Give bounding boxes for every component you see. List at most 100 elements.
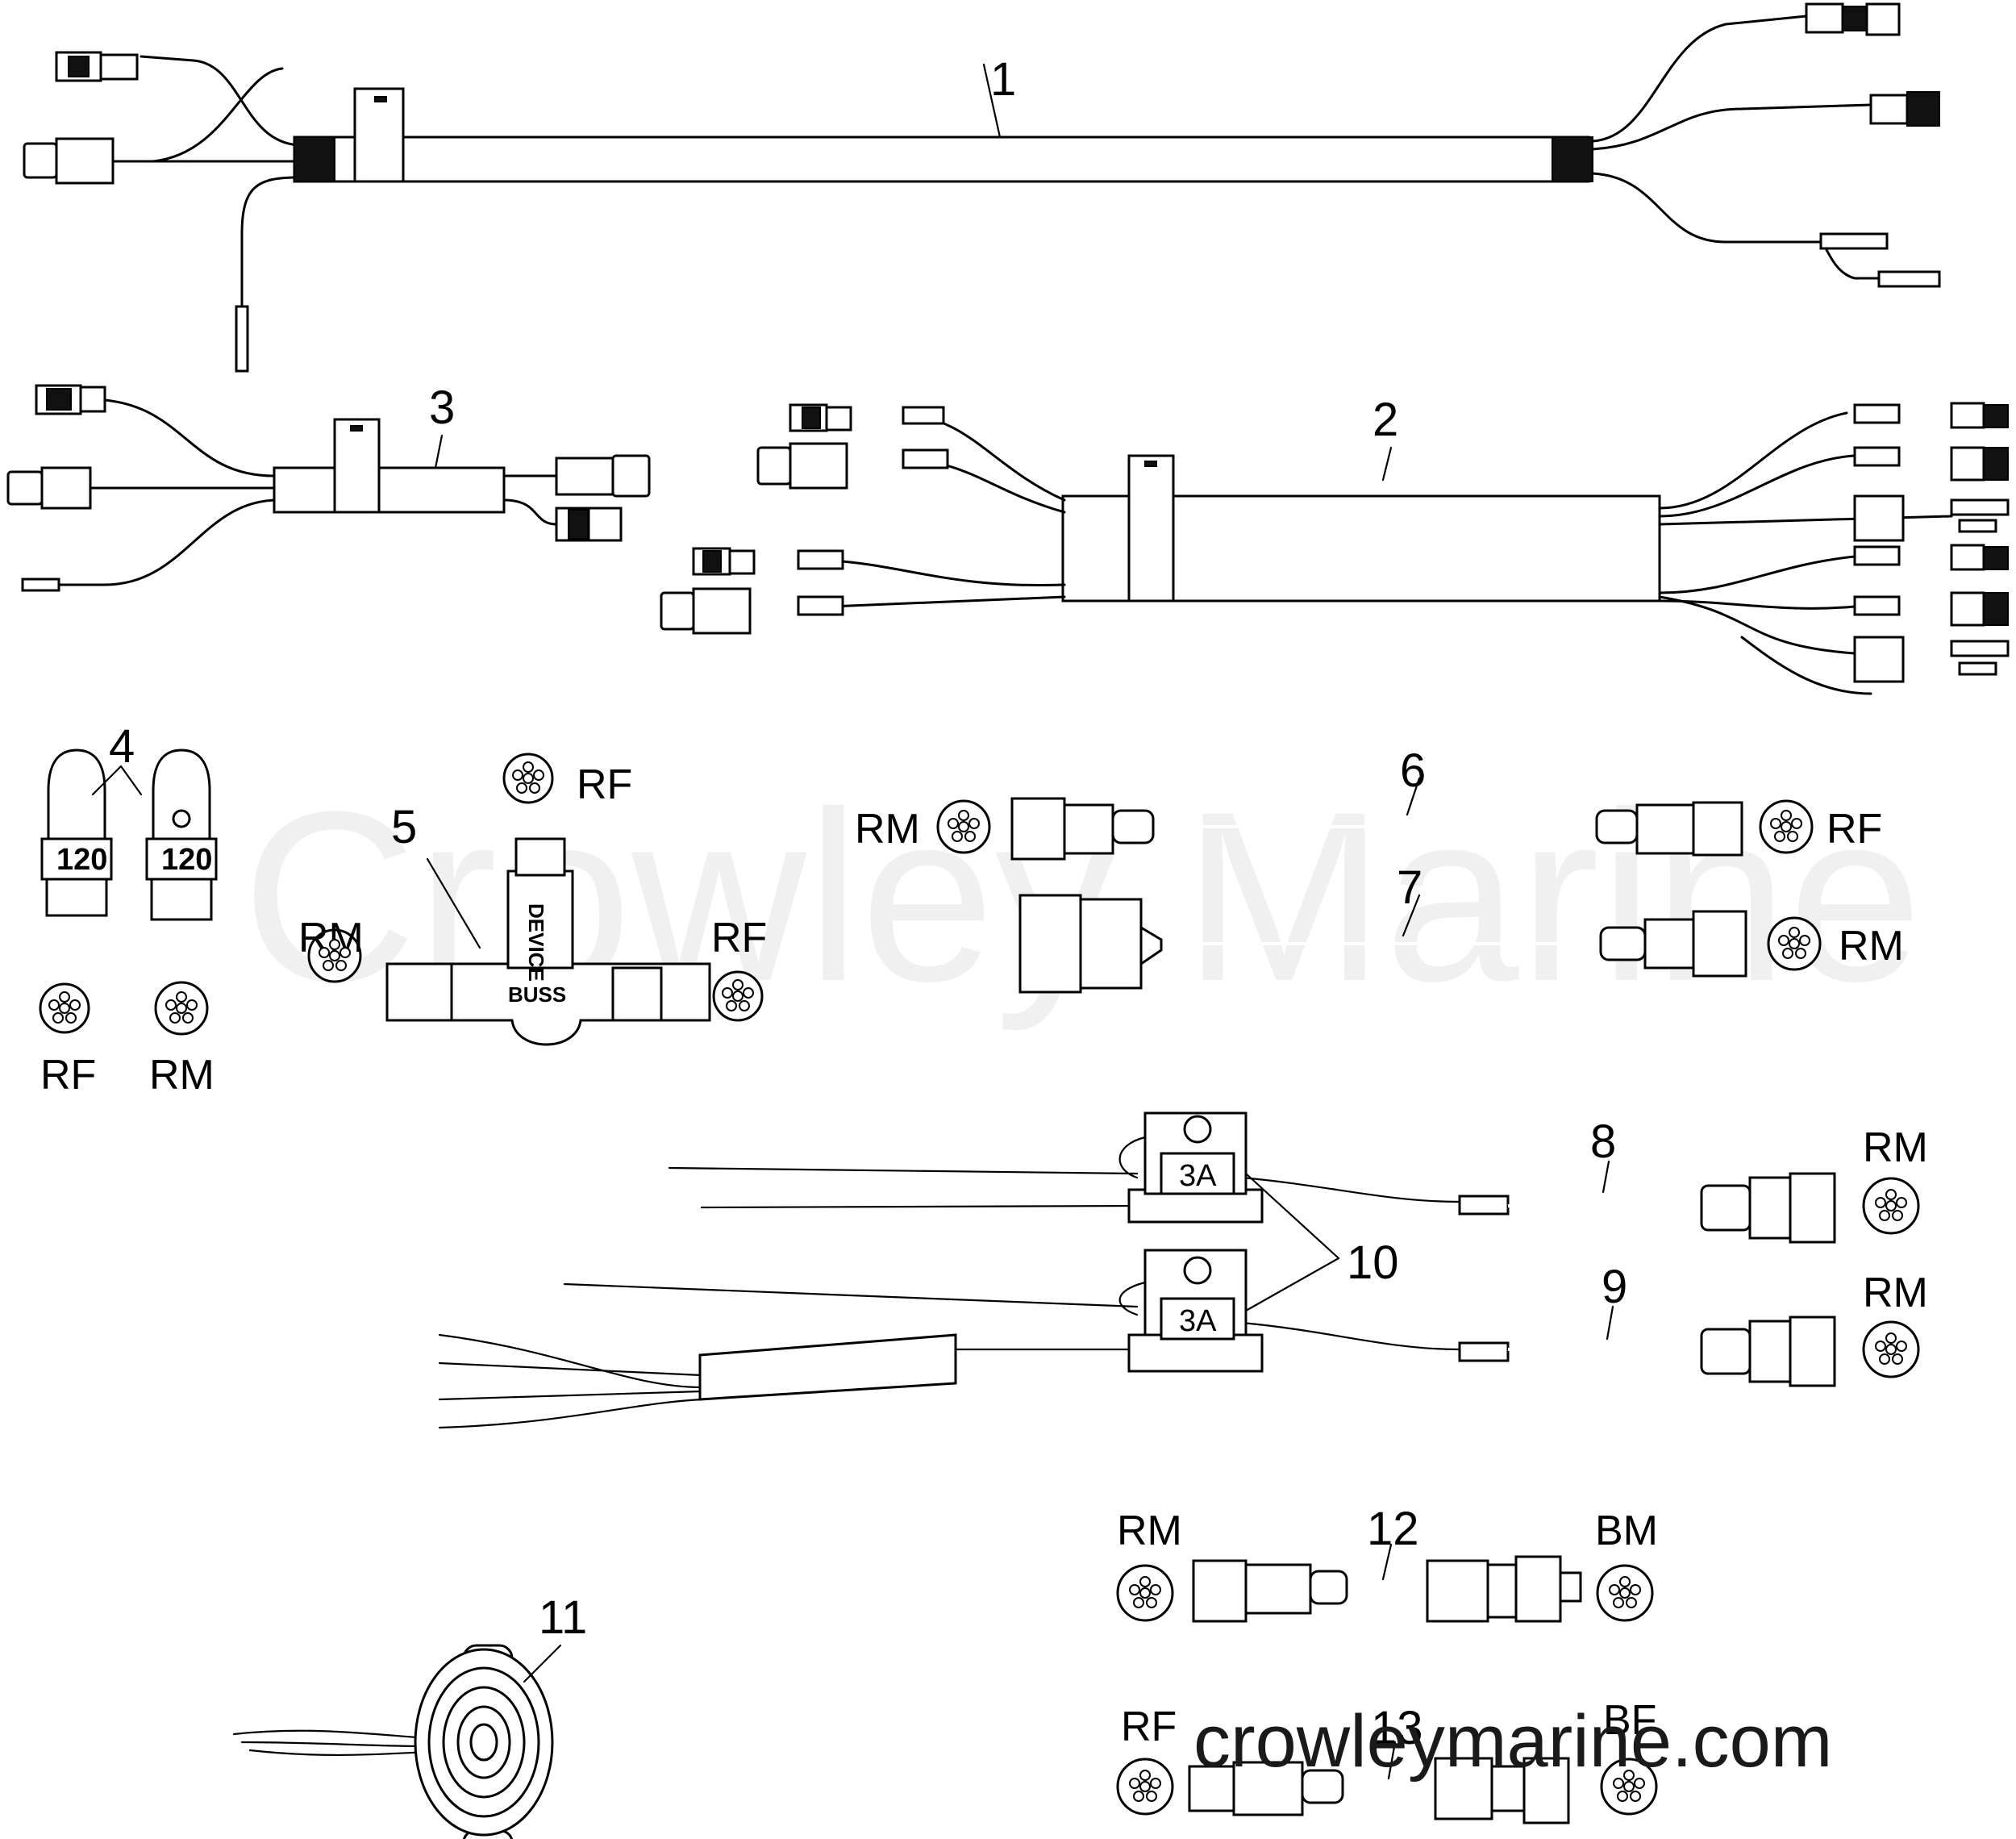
power-cable-item-9: 3A [438, 1172, 1920, 1429]
pin [1619, 1587, 1631, 1599]
callout-9: 9 [1602, 1261, 1627, 1313]
pin [1774, 831, 1785, 842]
fuse-rating-item8: 3A [1179, 1159, 1217, 1193]
adapter-cable-item-13 [1116, 1741, 1658, 1824]
pin [1139, 1781, 1151, 1792]
pin [958, 821, 969, 832]
pin-face-12 [1609, 1576, 1641, 1608]
tee-buss-label: BUSS [508, 982, 566, 1007]
pin [1613, 1778, 1624, 1789]
pin-face-3 [512, 761, 544, 794]
pin [1789, 938, 1800, 949]
pin [1150, 1584, 1161, 1595]
label-rm-item12: RM [1117, 1507, 1182, 1554]
power-cable-item-8: 3A [668, 1111, 1920, 1244]
pin [1146, 1597, 1157, 1608]
callout-3: 3 [429, 382, 455, 434]
pin [1129, 1584, 1140, 1595]
pin [182, 1012, 194, 1024]
label-rf-item5-top: RF [577, 761, 632, 808]
pin [1778, 935, 1789, 946]
pin [743, 987, 754, 999]
label-rf-item4: RF [40, 1052, 96, 1099]
pin-face-7 [1770, 810, 1802, 842]
pin [59, 1003, 70, 1014]
pin-face-8 [1778, 927, 1810, 959]
label-rm-item4: RM [149, 1052, 215, 1099]
pin [968, 818, 980, 829]
pin [512, 769, 523, 781]
pin [732, 990, 744, 1002]
callout-8: 8 [1590, 1115, 1616, 1168]
pin [1892, 1210, 1903, 1221]
label-rf-item6: RF [1826, 806, 1882, 853]
label-rm-item8: RM [1863, 1124, 1928, 1171]
pin [523, 773, 534, 784]
terminator-marking-male: 120 [161, 843, 212, 877]
pin [323, 960, 334, 971]
pin [59, 991, 70, 1003]
pin [533, 769, 544, 781]
callout-numbers: 1 2 3 4 5 6 7 8 9 10 11 12 13 [109, 53, 1627, 1754]
pin [1896, 1341, 1907, 1352]
callout-4: 4 [109, 720, 135, 773]
callout-7: 7 [1397, 861, 1422, 914]
pin [329, 950, 340, 961]
pin [65, 1012, 77, 1024]
pin [1879, 1210, 1890, 1221]
pin [1133, 1791, 1144, 1802]
pin-face-6 [948, 810, 980, 842]
callout-6: 6 [1400, 744, 1426, 797]
pin [176, 991, 187, 1003]
pin [1787, 831, 1798, 842]
pin [529, 782, 540, 794]
callout-2: 2 [1372, 394, 1398, 446]
pin [1139, 1576, 1151, 1587]
pin [1885, 1200, 1897, 1211]
pin [1630, 1584, 1641, 1595]
callout-12: 12 [1367, 1503, 1419, 1555]
pin [1609, 1584, 1620, 1595]
pin [1791, 818, 1802, 829]
label-rm-item9: RM [1863, 1270, 1928, 1316]
pin [732, 979, 744, 990]
tee-connector-item-5: BUSS DEVICE [307, 753, 764, 1046]
pin [1781, 810, 1792, 821]
pin-type-labels: RF RM RF RM RF RM RF RM RM RM RM BM RF B… [40, 761, 1928, 1750]
label-rf-item5-right: RF [711, 915, 767, 961]
fuse-rating-item9: 3A [1179, 1304, 1217, 1338]
pin [1146, 1791, 1157, 1802]
pin [1129, 1778, 1140, 1789]
pin [186, 999, 198, 1011]
pin [1623, 1770, 1635, 1781]
buzzer-item-11 [232, 1644, 562, 1839]
pin-face-14 [1613, 1770, 1645, 1802]
pin [1617, 1791, 1628, 1802]
pin [1139, 1587, 1151, 1599]
pin [958, 810, 969, 821]
pin [169, 1012, 181, 1024]
pin [523, 761, 534, 773]
pin [739, 1000, 750, 1011]
label-bm-item12: BM [1595, 1507, 1658, 1554]
pin [1789, 927, 1800, 938]
callout-10: 10 [1347, 1236, 1399, 1289]
callout-1: 1 [990, 53, 1016, 106]
pin-face-5 [722, 979, 754, 1011]
pin [1875, 1341, 1886, 1352]
tee-device-label: DEVICE [524, 903, 548, 982]
pin [176, 1003, 187, 1014]
pin [722, 987, 733, 999]
pin-face-4 [319, 939, 351, 971]
pin-face-1 [48, 991, 81, 1024]
pin [52, 1012, 64, 1024]
callout-13: 13 [1371, 1702, 1423, 1754]
pin [1795, 948, 1806, 959]
pin-face-10 [1875, 1332, 1907, 1365]
pin [726, 1000, 737, 1011]
harness-item-2 [660, 402, 2010, 695]
pin [952, 831, 963, 842]
terminators-item-4: 120 120 [39, 749, 218, 1036]
pin [319, 947, 330, 958]
